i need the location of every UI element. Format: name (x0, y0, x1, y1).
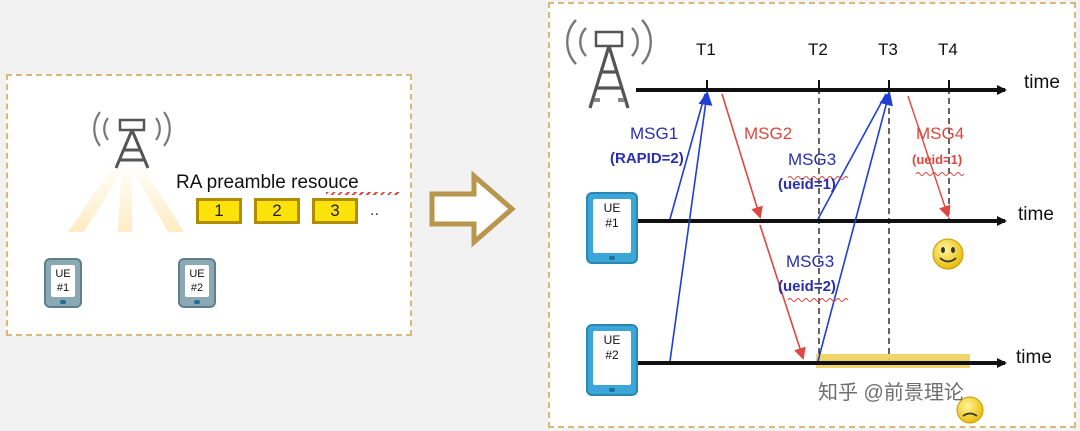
ra-preamble-label: RA preamble resouce (176, 172, 359, 193)
ue1-time-label: time (1018, 204, 1054, 225)
msg3-ue1-label: MSG3 (788, 150, 837, 169)
msg3-ue2-label: MSG3 (786, 252, 835, 271)
msg1-ue1-arrow (669, 93, 706, 220)
ue1-label-top: UE (55, 268, 71, 280)
msg2-label: MSG2 (744, 124, 793, 143)
beam-right (128, 162, 184, 232)
t4-label: T4 (938, 40, 958, 59)
beam-left (68, 162, 128, 232)
ue2-time-label: time (1016, 347, 1052, 368)
happy-face-icon (932, 238, 964, 270)
msg2-ue2-arrow (759, 224, 806, 360)
msg3-ue2-detail: (ueid=2) (778, 278, 836, 295)
ue1-phone-icon: UE #1 (44, 258, 82, 308)
msg1-label: MSG1 (630, 124, 679, 143)
msg3-ue1-detail: (ueid=1) (778, 176, 836, 193)
sad-face-icon (956, 396, 984, 424)
ue2-right-label-top: UE (603, 333, 621, 347)
left-beam-graphic (68, 162, 184, 232)
left-panel: RA preamble resouce 1 2 3 .. UE #1 UE #2 (6, 74, 412, 336)
resource-box-1: 1 (196, 198, 242, 224)
beam-center (118, 162, 132, 232)
resource-box-3: 3 (312, 198, 358, 224)
msg2-ue1-arrow (721, 93, 763, 219)
ue1-label-bottom: #1 (56, 282, 70, 294)
timing-diagram (632, 80, 1007, 424)
spellcheck-underline-msg3b (787, 298, 849, 302)
right-panel: T1 T2 T3 T4 time time time UE#1 UE#2 MSG… (548, 2, 1076, 428)
antenna-tower-icon-right (566, 19, 652, 109)
ue2-phone-icon-right: UE#2 (586, 324, 638, 396)
msg3-ue1-arrow (817, 93, 887, 220)
watermark-text: 知乎 @前景理论 (818, 382, 964, 404)
resource-box-2: 2 (254, 198, 300, 224)
resource-ellipsis: .. (370, 202, 379, 219)
ue2-right-label-bottom: #2 (605, 348, 619, 362)
ue2-label-bottom: #2 (190, 282, 204, 294)
msg4-label: MSG4 (916, 124, 965, 143)
spellcheck-underline (326, 192, 400, 195)
right-arrow-icon (429, 170, 516, 248)
ue2-label-top: UE (189, 268, 205, 280)
msg4-ue1-arrow (907, 95, 951, 218)
antenna-tower-icon (93, 111, 171, 169)
t1-label: T1 (696, 40, 716, 59)
msg4-detail: (ueid=1) (912, 152, 963, 167)
ue1-right-label-top: UE (603, 201, 621, 215)
ue2-phone-icon: UE #2 (178, 258, 216, 308)
spellcheck-underline-msg3a (787, 176, 849, 180)
t3-label: T3 (878, 40, 898, 59)
msg1-ue2-arrow (669, 91, 713, 362)
ue1-right-label-bottom: #1 (605, 216, 619, 230)
ue1-phone-icon-right: UE#1 (586, 192, 638, 264)
msg1-detail: (RAPID=2) (610, 150, 684, 167)
spellcheck-underline-msg4 (915, 172, 965, 176)
enb-time-label: time (1024, 72, 1060, 93)
t2-label: T2 (808, 40, 828, 59)
msg3-ue2-arrow (817, 91, 893, 362)
